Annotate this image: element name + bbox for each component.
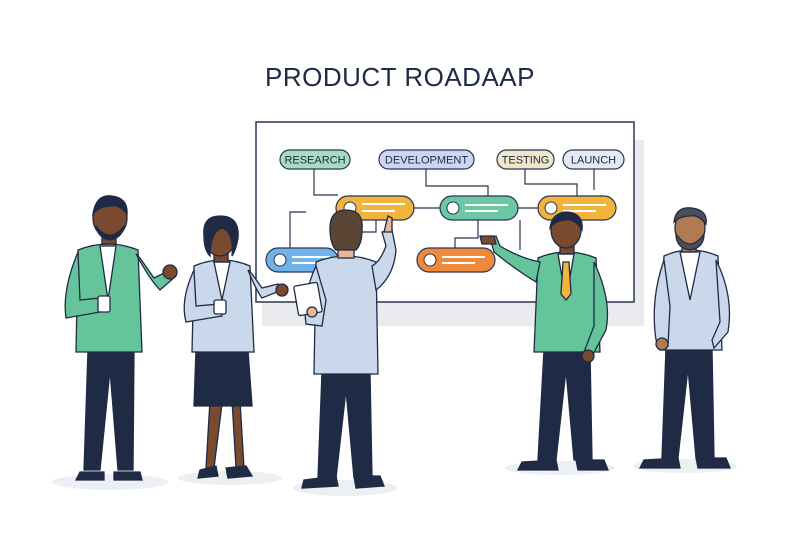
phase-launch-label: LAUNCH: [571, 155, 616, 167]
floor-shadows: [52, 459, 737, 496]
task-bar-orange: [416, 247, 496, 273]
person-5-grey-blazer-beard: [638, 207, 731, 469]
phase-development: DEVELOPMENT: [378, 149, 475, 170]
phase-testing: TESTING: [496, 149, 555, 170]
phase-research-label: RESEARCH: [284, 155, 345, 167]
person-1-green-blazer: [64, 195, 178, 481]
task-bar-green: [439, 195, 519, 221]
roadmap-connectors: [289, 169, 595, 250]
page-title: PRODUCT ROADAAP: [265, 62, 535, 92]
phase-development-label: DEVELOPMENT: [385, 155, 468, 167]
person-4-green-blazer-tie: [479, 211, 609, 471]
phase-testing-label: TESTING: [502, 155, 550, 167]
person-3-back-view-pointing: [293, 209, 397, 489]
phase-launch: LAUNCH: [562, 149, 625, 170]
phase-research: RESEARCH: [279, 149, 351, 170]
person-2-woman-grey-blazer: [183, 215, 289, 479]
